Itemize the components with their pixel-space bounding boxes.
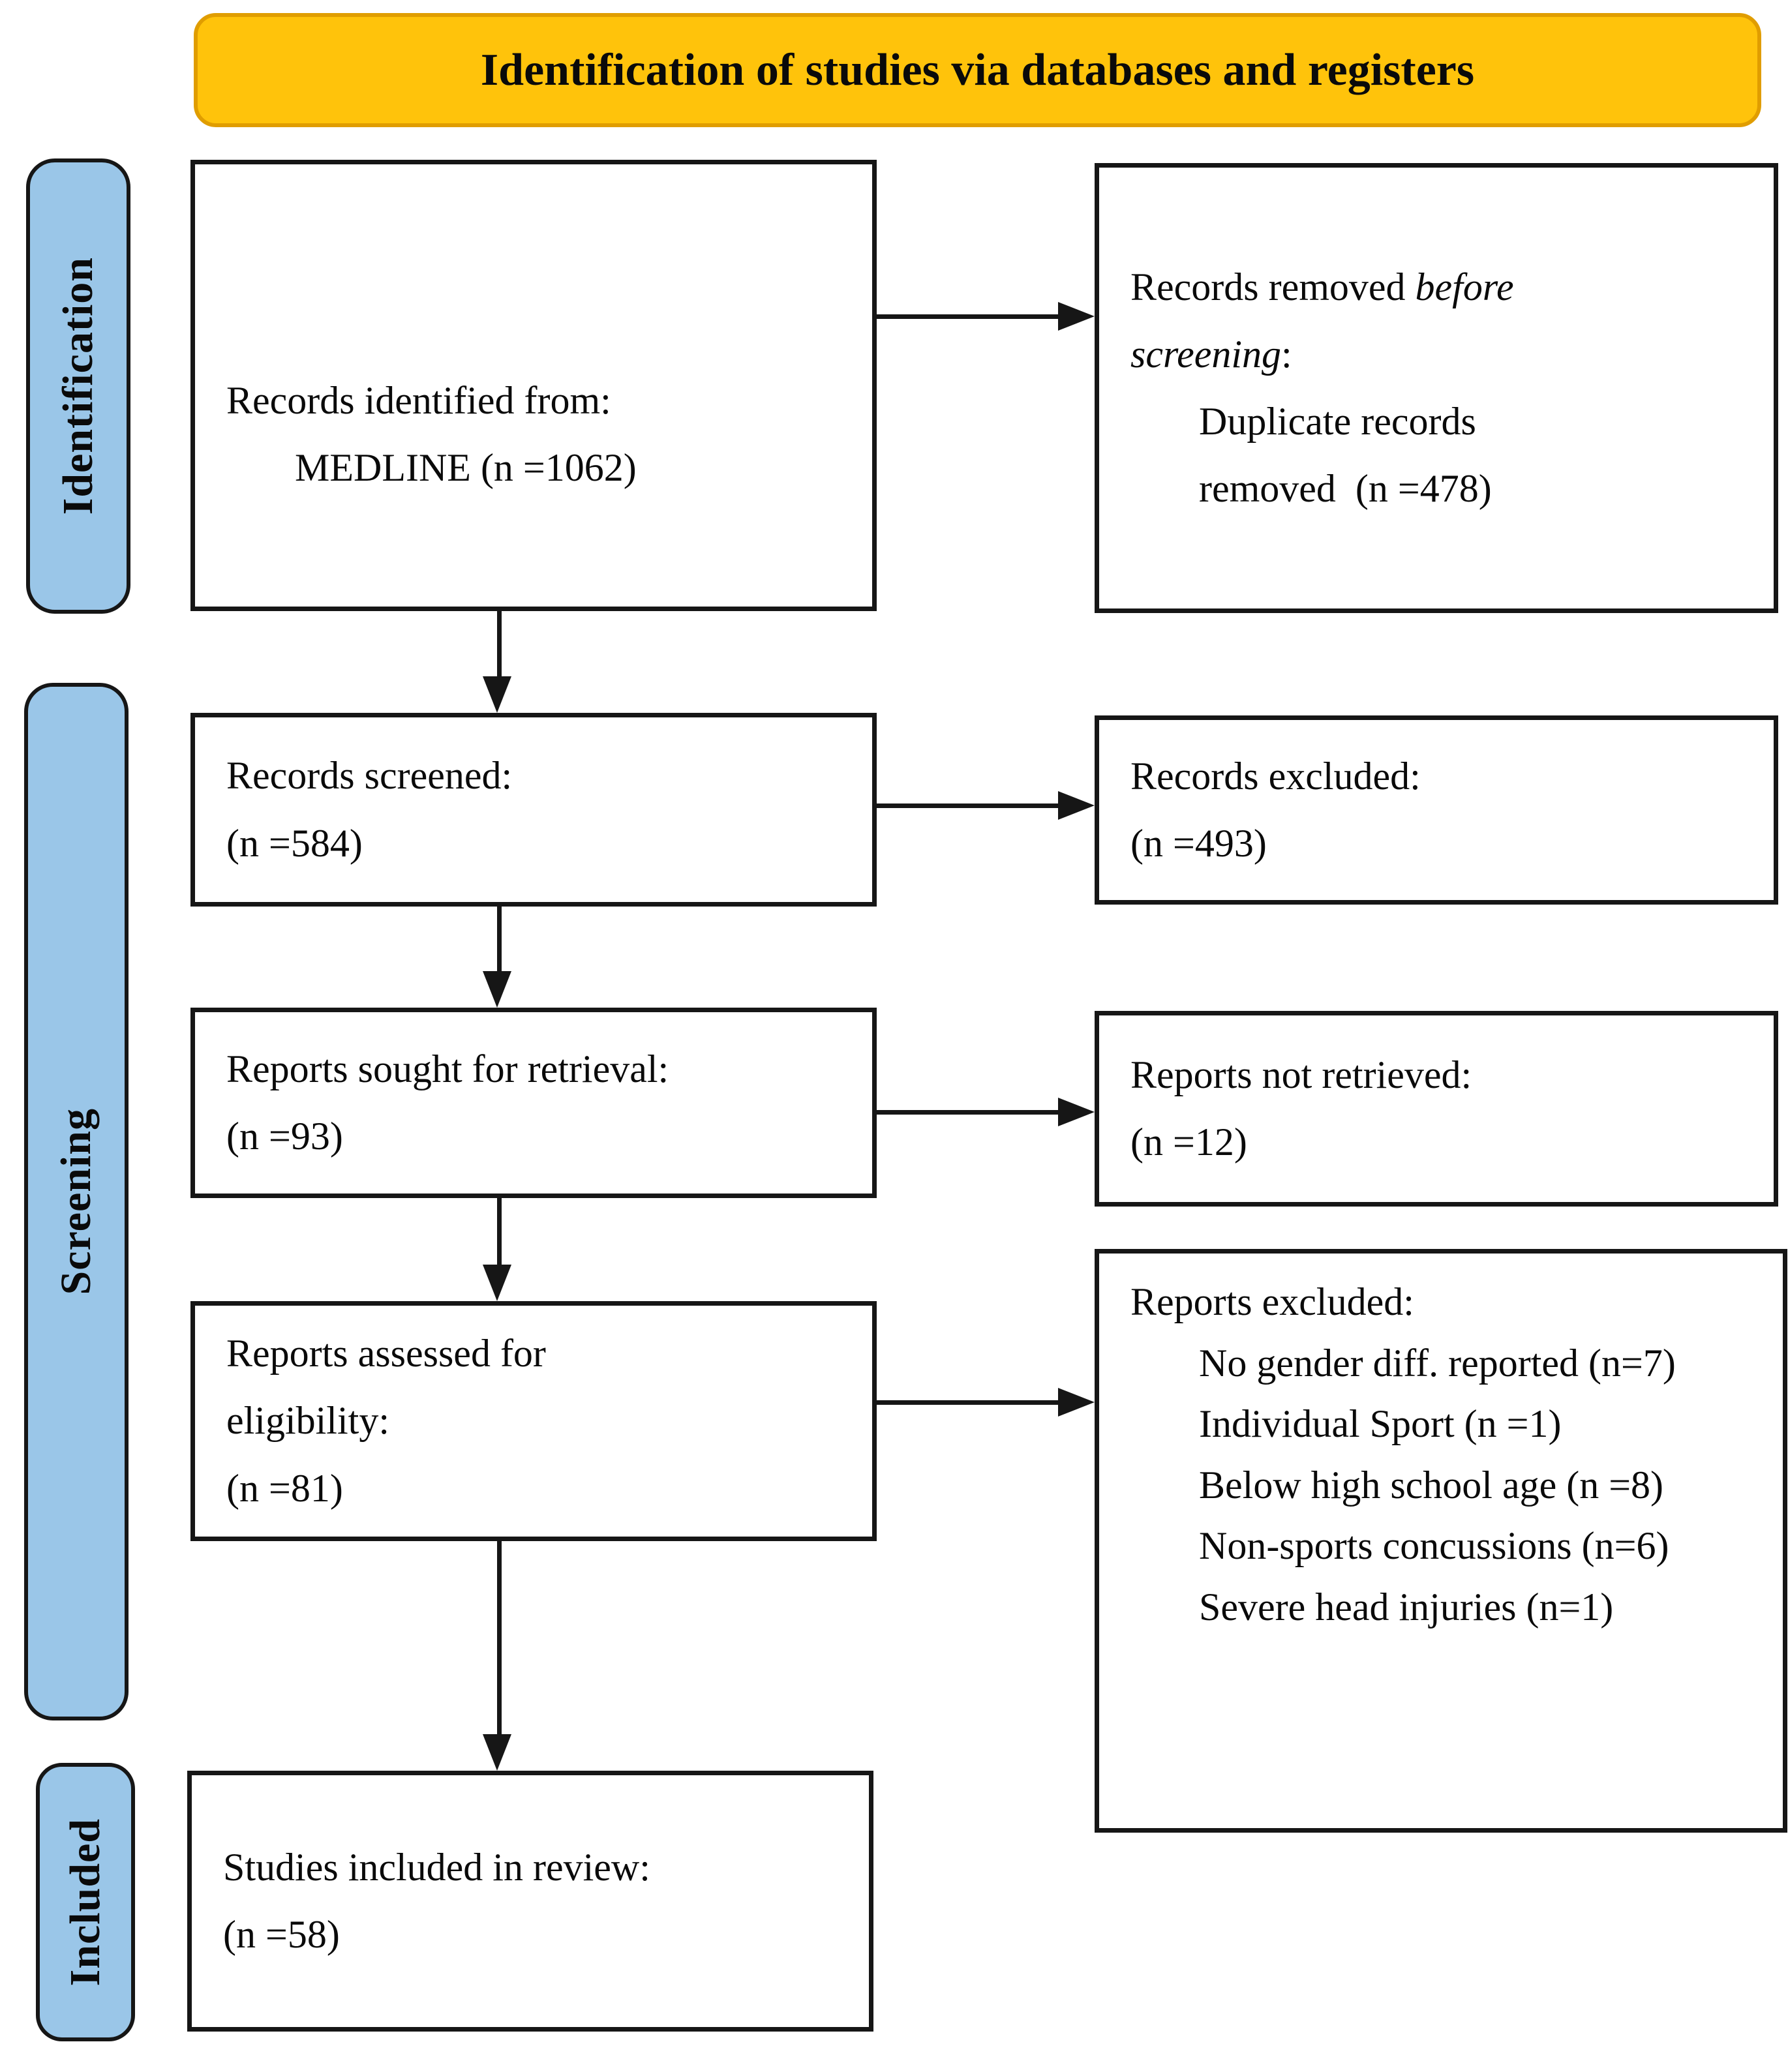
reports-excluded-item: Below high school age (n =8) (1199, 1463, 1664, 1507)
reports-not-retrieved-line1: Reports not retrieved: (1130, 1053, 1472, 1096)
box-records-removed-before-screening: Records removed before screening: Duplic… (1095, 163, 1778, 613)
records-excluded-line1: Records excluded: (1130, 754, 1421, 798)
box-studies-included-in-review: Studies included in review: (n =58) (187, 1771, 873, 2032)
reports-excluded-item: Severe head injuries (n=1) (1199, 1585, 1614, 1629)
stage-label-screening-text: Screening (52, 1108, 100, 1295)
stage-label-identification: Identification (26, 158, 130, 614)
reports-excluded-title: Reports excluded: (1130, 1280, 1414, 1323)
stage-label-screening: Screening (24, 683, 129, 1720)
stage-label-identification-text: Identification (54, 257, 102, 515)
records-removed-item-line1: Duplicate records (1199, 400, 1476, 443)
reports-sought-line2: (n =93) (226, 1115, 343, 1158)
stage-label-included: Included (36, 1763, 135, 2041)
records-identified-line1: Records identified from: (226, 378, 611, 422)
reports-excluded-item: Non-sports concussions (n=6) (1199, 1524, 1669, 1568)
records-identified-line2: MEDLINE (n =1062) (295, 446, 637, 489)
box-reports-sought-for-retrieval: Reports sought for retrieval: (n =93) (190, 1008, 877, 1198)
reports-excluded-item: Individual Sport (n =1) (1199, 1402, 1562, 1446)
reports-excluded-item: No gender diff. reported (n=7) (1199, 1341, 1676, 1385)
reports-assessed-line2: eligibility: (226, 1399, 389, 1443)
records-screened-line2: (n =584) (226, 821, 363, 865)
records-removed-line1: Records removed before (1130, 265, 1514, 308)
box-records-identified: Records identified from: MEDLINE (n =106… (190, 160, 877, 611)
box-records-excluded: Records excluded: (n =493) (1095, 715, 1778, 905)
box-records-screened: Records screened: (n =584) (190, 713, 877, 907)
records-excluded-line2: (n =493) (1130, 822, 1267, 865)
banner-identification-of-studies: Identification of studies via databases … (194, 13, 1761, 127)
studies-included-line1: Studies included in review: (223, 1845, 650, 1889)
box-reports-assessed-for-eligibility: Reports assessed for eligibility: (n =81… (190, 1301, 877, 1541)
stage-label-included-text: Included (61, 1818, 109, 1987)
reports-assessed-line1: Reports assessed for (226, 1332, 546, 1375)
banner-title: Identification of studies via databases … (480, 44, 1475, 95)
records-removed-line2: screening: (1130, 332, 1292, 376)
reports-assessed-line3: (n =81) (226, 1466, 343, 1510)
studies-included-line2: (n =58) (223, 1913, 340, 1956)
records-removed-item-line2: removed (n =478) (1199, 467, 1492, 511)
reports-sought-line1: Reports sought for retrieval: (226, 1047, 669, 1090)
records-screened-line1: Records screened: (226, 754, 513, 798)
box-reports-excluded: Reports excluded: No gender diff. report… (1095, 1249, 1787, 1833)
reports-not-retrieved-line2: (n =12) (1130, 1120, 1247, 1164)
box-reports-not-retrieved: Reports not retrieved: (n =12) (1095, 1011, 1778, 1207)
